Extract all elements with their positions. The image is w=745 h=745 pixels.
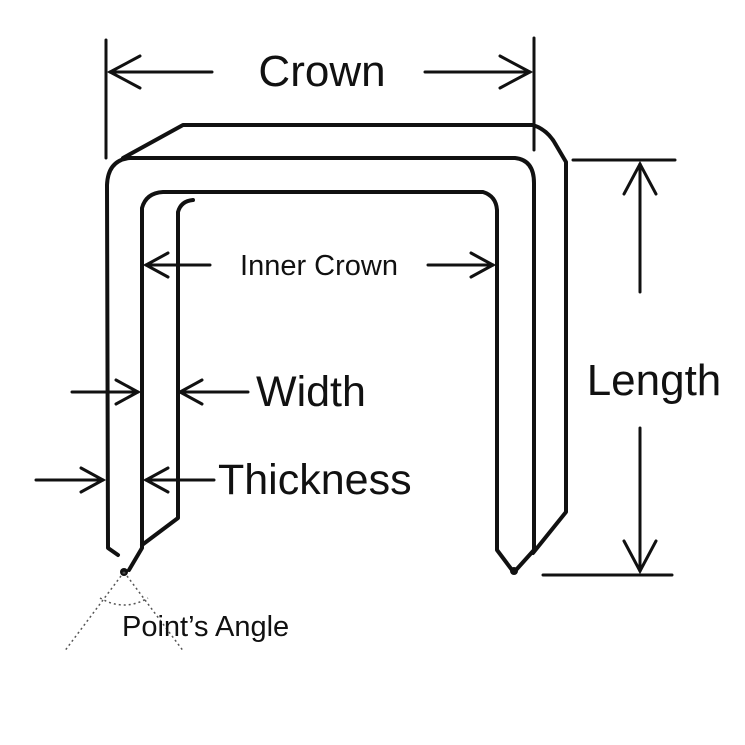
inner-crown-arrow-left-head — [142, 251, 170, 279]
staple-inner-front-edge — [127, 190, 514, 572]
thickness-dimension — [34, 466, 216, 494]
points-angle-arc — [99, 597, 149, 606]
inner-crown-dimension — [142, 251, 497, 279]
points-angle-indicator — [63, 571, 185, 653]
width-dimension — [70, 378, 250, 406]
crown-arrow-left-head — [106, 54, 142, 90]
width-arrow-left-head — [114, 378, 142, 406]
thickness-arrow-right-head — [142, 466, 170, 494]
inner-crown-label: Inner Crown — [240, 250, 398, 282]
length-label: Length — [587, 356, 722, 405]
length-arrow-top-head — [622, 160, 658, 196]
length-arrow-bottom-head — [622, 539, 658, 575]
points-angle-ray-right — [123, 571, 185, 653]
points-angle-label: Point’s Angle — [122, 611, 289, 643]
staple-right-point — [510, 567, 518, 575]
width-arrow-right-head — [176, 378, 204, 406]
length-dimension — [541, 158, 677, 577]
crown-arrow-right-head — [498, 54, 534, 90]
staple-left-leg-back-edge — [140, 198, 195, 547]
crown-dimension — [104, 36, 536, 160]
inner-crown-arrow-right-head — [469, 251, 497, 279]
thickness-label: Thickness — [218, 456, 412, 504]
crown-label: Crown — [258, 47, 385, 96]
thickness-arrow-left-head — [79, 466, 107, 494]
staple-outer-front-edge — [105, 156, 536, 572]
points-angle-ray-left — [63, 571, 125, 653]
width-label: Width — [256, 368, 366, 416]
